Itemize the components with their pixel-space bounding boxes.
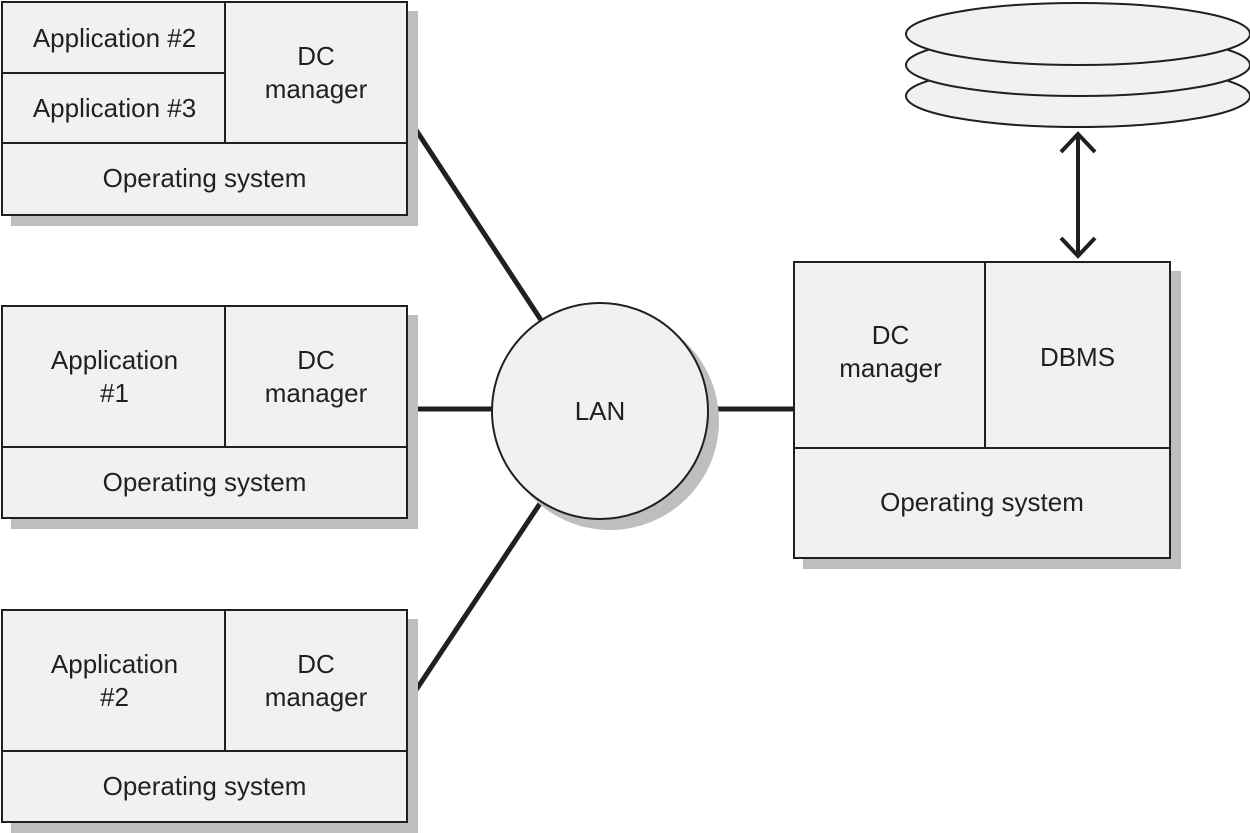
dc-manager-cell: DC manager	[264, 345, 368, 408]
server-node: DC manager DBMS Operating system	[793, 261, 1181, 569]
client-node-bottom: Application #2 DC manager Operating syst…	[1, 609, 418, 833]
double-headed-arrow-icon	[1059, 131, 1097, 259]
operating-system-cell: Operating system	[102, 466, 307, 497]
link-bottom-client-to-lan	[413, 500, 544, 692]
application-cell: Application #1	[50, 345, 179, 408]
dc-manager-cell: DC manager	[264, 41, 368, 104]
database-disk-stack-icon	[905, 2, 1250, 128]
link-top-client-to-lan	[413, 128, 544, 322]
application-cell: Application #2	[32, 22, 197, 53]
operating-system-cell: Operating system	[102, 770, 307, 801]
application-cell: Application #3	[32, 92, 197, 123]
application-cell: Application #2	[50, 649, 179, 712]
dc-manager-cell: DC manager	[264, 649, 368, 712]
operating-system-cell: Operating system	[102, 163, 307, 193]
lan-label: LAN	[574, 395, 626, 426]
client-node-top: Application #2 Application #3 DC manager…	[1, 1, 418, 226]
client-node-middle: Application #1 DC manager Operating syst…	[1, 305, 418, 529]
dc-manager-cell: DC manager	[839, 320, 942, 383]
lan-node: LAN	[491, 302, 721, 532]
lan-circle: LAN	[491, 302, 709, 520]
dbms-cell: DBMS	[1039, 342, 1116, 372]
operating-system-cell: Operating system	[880, 487, 1084, 517]
